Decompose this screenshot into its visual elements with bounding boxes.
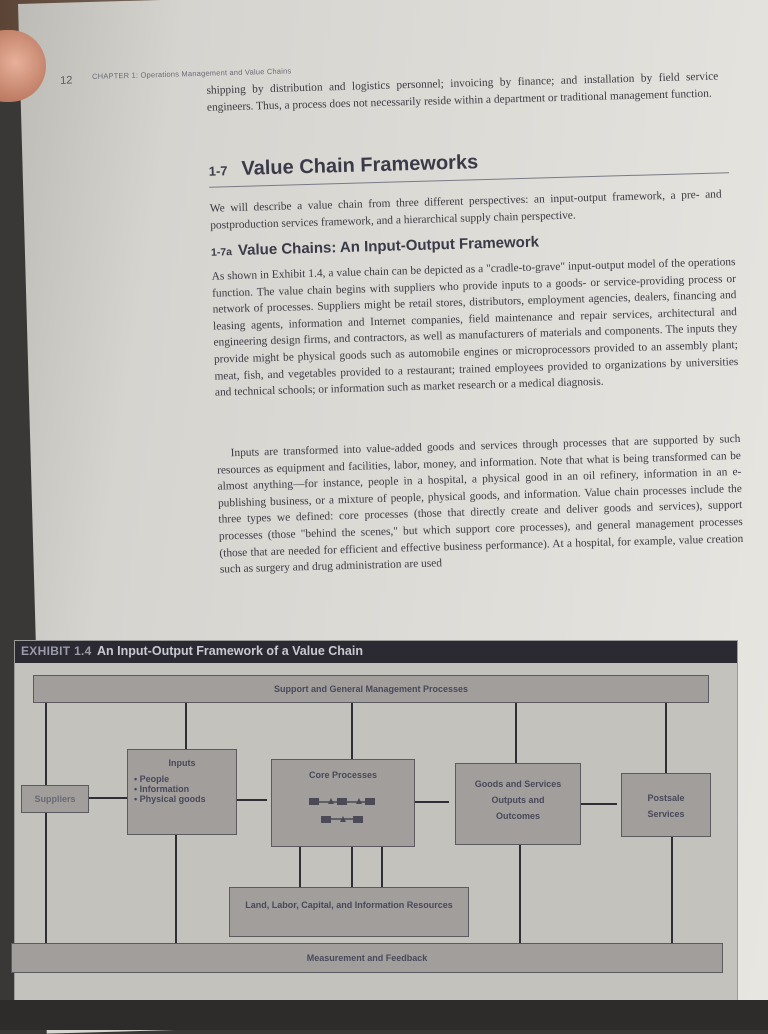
section-title: Value Chain Frameworks	[241, 151, 479, 180]
running-head: CHAPTER 1: Operations Management and Val…	[91, 66, 292, 81]
body-paragraph-2: Inputs are transformed into value-added …	[216, 433, 744, 576]
inputs-item: People	[134, 774, 230, 784]
background-surface	[0, 1000, 768, 1030]
connector-line	[299, 847, 301, 887]
exhibit-title-bar: EXHIBIT 1.4 An Input-Output Framework of…	[15, 641, 737, 663]
inputs-box: Inputs People Information Physical goods	[127, 749, 237, 835]
section-intro: We will describe a value chain from thre…	[209, 188, 722, 232]
exhibit-label: EXHIBIT 1.4	[21, 644, 92, 658]
connector-line	[671, 837, 673, 943]
connector-line	[381, 847, 383, 887]
subsection-heading: 1-7a Value Chains: An Input-Output Framew…	[210, 233, 540, 260]
core-processes-title: Core Processes	[308, 770, 378, 780]
connector-line	[45, 703, 47, 943]
section-heading: 1-7 Value Chain Frameworks	[208, 151, 479, 182]
page-number: 12	[59, 74, 73, 87]
goods-services-outputs-box: Goods and Services Outputs and Outcomes	[455, 763, 581, 845]
inputs-list: People Information Physical goods	[134, 774, 230, 804]
process-network-icon	[309, 798, 375, 823]
flow-arrow	[89, 797, 129, 799]
connector-line	[665, 703, 667, 773]
inputs-title: Inputs	[168, 758, 196, 768]
suppliers-box: Suppliers	[21, 785, 89, 813]
resources-box: Land, Labor, Capital, and Information Re…	[229, 887, 469, 937]
core-processes-box: Core Processes	[271, 759, 415, 847]
connector-line	[515, 703, 517, 763]
connector-line	[351, 847, 353, 887]
exhibit-title: An Input-Output Framework of a Value Cha…	[97, 644, 363, 658]
connector-line	[175, 835, 177, 943]
body-paragraph-1: As shown in Exhibit 1.4, a value chain c…	[211, 256, 739, 399]
connector-line	[185, 703, 187, 749]
support-processes-box: Support and General Management Processes	[33, 675, 709, 703]
section-number: 1-7	[208, 163, 228, 179]
measurement-feedback-box: Measurement and Feedback	[11, 943, 723, 973]
inputs-item: Physical goods	[134, 794, 230, 804]
flow-arrow	[237, 799, 267, 801]
flow-arrow	[415, 801, 449, 803]
subsection-number: 1-7a	[210, 246, 233, 259]
exhibit-figure: EXHIBIT 1.4 An Input-Output Framework of…	[11, 640, 738, 1006]
inputs-item: Information	[134, 784, 230, 794]
subsection-title: Value Chains: An Input-Output Framework	[237, 233, 540, 259]
flow-arrow	[581, 803, 617, 805]
connector-line	[351, 703, 353, 761]
connector-line	[519, 845, 521, 943]
postsale-services-box: Postsale Services	[621, 773, 711, 837]
